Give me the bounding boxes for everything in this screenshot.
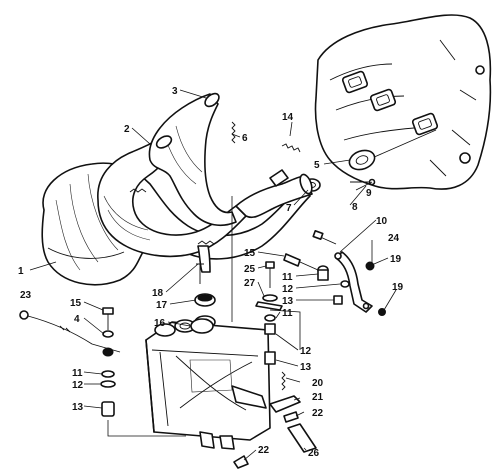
washer-27 <box>262 294 278 302</box>
callout-5: 5 <box>314 160 320 171</box>
bracket-10 <box>334 251 373 313</box>
callout-13-left: 13 <box>72 402 84 413</box>
callout-11-mid: 11 <box>282 272 293 283</box>
callout-19-lower: 19 <box>392 282 404 293</box>
spacer-13-mid <box>264 323 276 335</box>
callout-27: 27 <box>244 278 256 289</box>
callout-8: 8 <box>352 202 358 213</box>
exhaust-port-2 <box>369 88 397 112</box>
callout-22-right: 22 <box>312 408 324 419</box>
callouts: 1 2 3 4 5 6 7 8 9 10 11 11 11 12 12 12 1… <box>18 86 404 459</box>
leader-lines <box>29 89 397 461</box>
callout-11-left: 11 <box>72 368 83 379</box>
callout-6: 6 <box>242 133 248 144</box>
callout-11-low: 11 <box>282 308 293 319</box>
clip-22-bottom <box>233 455 249 469</box>
callout-15-left: 15 <box>70 298 82 309</box>
callout-4: 4 <box>74 314 80 325</box>
cable-23 <box>19 310 121 353</box>
callout-22-bottom: 22 <box>258 445 270 456</box>
callout-13-mid: 13 <box>282 296 294 307</box>
washer-12-left <box>100 380 116 388</box>
spacer-13-left <box>101 401 115 417</box>
callout-13-low: 13 <box>300 362 312 373</box>
callout-16: 16 <box>154 318 166 329</box>
manifold-flange <box>348 149 376 171</box>
bracket-21 <box>269 395 301 413</box>
callout-12-low: 12 <box>300 346 312 357</box>
exhaust-port-3 <box>411 112 439 136</box>
washer-11-mid <box>264 314 276 322</box>
callout-17: 17 <box>156 300 168 311</box>
silencer <box>145 315 271 450</box>
callout-18: 18 <box>152 288 164 299</box>
spring-6 <box>231 121 236 144</box>
callout-9: 9 <box>366 188 372 199</box>
callout-20: 20 <box>312 378 324 389</box>
callout-25: 25 <box>244 264 256 275</box>
callout-10: 10 <box>376 216 388 227</box>
callout-7: 7 <box>286 203 292 214</box>
callout-21: 21 <box>312 392 324 403</box>
spacer-13-low <box>264 351 276 365</box>
strap-26 <box>287 423 317 453</box>
callout-3: 3 <box>172 86 178 97</box>
callout-26: 26 <box>308 448 320 459</box>
callout-24: 24 <box>388 233 400 244</box>
nut-24 <box>365 261 375 271</box>
callout-1: 1 <box>18 266 24 277</box>
expansion-chamber <box>41 92 313 286</box>
callout-12-mid: 12 <box>282 284 294 295</box>
callout-15-right: 15 <box>244 248 256 259</box>
exhaust-port-1 <box>341 70 369 94</box>
callout-19-upper: 19 <box>390 254 402 265</box>
washer-4 <box>102 330 114 338</box>
spacer-12-right <box>340 280 350 288</box>
bolt-15-left <box>102 307 114 330</box>
nut-4 <box>102 347 114 357</box>
spacer-11-right <box>317 265 329 281</box>
clip-22-right <box>283 411 299 423</box>
engine-block <box>314 14 492 190</box>
boot-16 <box>190 318 214 334</box>
washer-11-left <box>101 370 115 378</box>
callout-23: 23 <box>20 290 32 301</box>
spring-14 <box>281 143 301 153</box>
linkage-rod <box>371 129 437 159</box>
spring-20 <box>281 371 286 391</box>
nut-19a <box>378 308 386 316</box>
callout-2: 2 <box>124 124 130 135</box>
bolt-15-right <box>283 253 319 271</box>
callout-12-left: 12 <box>72 380 84 391</box>
clamp-18 <box>196 262 204 284</box>
callout-14: 14 <box>282 112 294 123</box>
bolt-25 <box>265 261 275 288</box>
spacer-13-right <box>333 295 343 305</box>
